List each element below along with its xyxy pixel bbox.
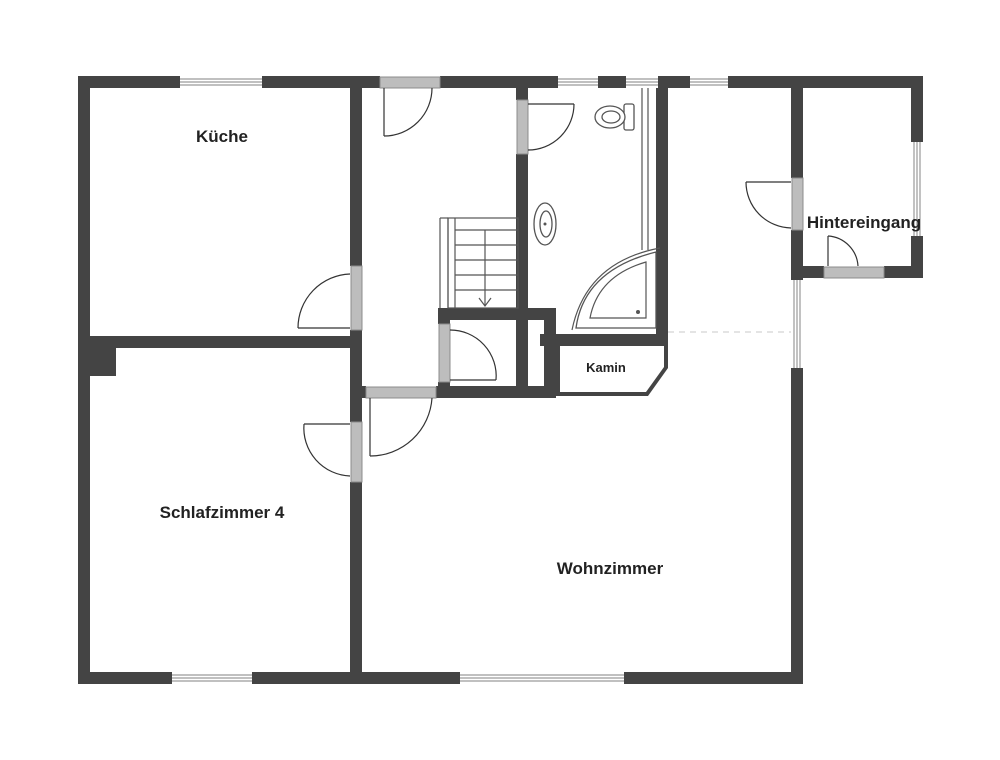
room-label-living: Wohnzimmer [557,559,664,578]
chimney-shaft [90,348,116,376]
window-living-right [791,280,803,368]
door-back-entrance-inner [745,177,804,231]
windows [172,76,923,684]
sink-icon [533,202,557,246]
window-living-top [690,76,728,88]
kitchen-hall-wall [350,88,362,684]
closet-mid-wall [516,308,528,398]
toilet-icon [594,103,635,131]
closet-top-wall [438,308,556,320]
room-label-bedroom: Schlafzimmer 4 [160,503,285,522]
door-bathroom [516,99,575,155]
door-bedroom [303,421,363,483]
window-bath-1 [558,76,598,88]
room-label-back-entrance: Hintereingang [807,213,921,232]
window-kitchen [180,76,262,88]
door-hall-living [365,386,437,457]
door-kitchen [297,265,363,331]
bath-right-wall [656,88,668,346]
staircase [439,217,519,309]
window-bath-2 [626,76,658,88]
window-living-bottom [460,672,624,684]
door-back-entrance-outer [823,235,885,279]
doors [297,76,885,483]
outer-wall-left [78,76,90,684]
shower-icon [571,247,661,331]
door-hall-top [379,76,441,137]
closet-bottom-wall [438,386,556,398]
window-back-entrance [911,142,923,236]
walls [78,76,923,684]
window-bedroom [172,672,252,684]
room-label-fireplace: Kamin [586,360,626,375]
closet-right-wall [544,308,556,398]
room-label-kitchen: Küche [196,127,248,146]
kitchen-bedroom-wall [90,336,362,348]
door-closet [438,323,497,383]
bathroom-fixtures [533,88,661,331]
fireplace [556,342,668,396]
